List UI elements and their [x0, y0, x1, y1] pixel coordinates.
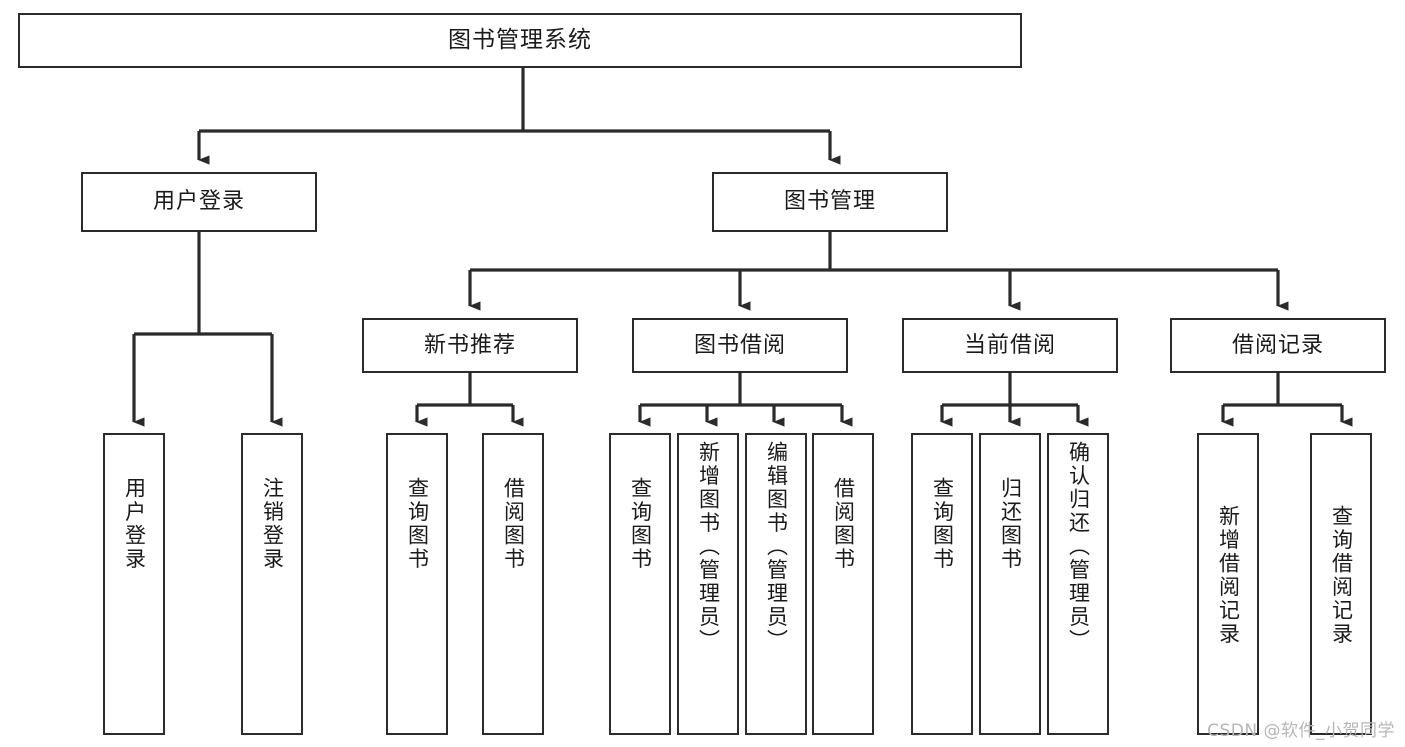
- node-label: 图书管理: [783, 189, 876, 215]
- node-label: 查询借阅记录: [1329, 505, 1354, 646]
- leaf-book-borrow-query-books[interactable]: 查询图书: [609, 433, 671, 735]
- node-label: 新书推荐: [423, 332, 516, 358]
- node-label: 借阅图书: [831, 477, 856, 571]
- leaf-new-book-query-books[interactable]: 查询图书: [386, 433, 448, 735]
- node-label: 新增借阅记录: [1216, 505, 1241, 646]
- leaf-book-borrow-add-book-admin[interactable]: 新增图书（管理员）: [677, 433, 739, 735]
- node-label: 用户登录: [152, 189, 245, 215]
- node-label: 用户登录: [122, 477, 147, 571]
- leaf-current-borrow-return-books[interactable]: 归还图书: [979, 433, 1041, 735]
- node-label: 图书借阅: [693, 332, 786, 358]
- leaf-new-book-borrow-books[interactable]: 借阅图书: [482, 433, 544, 735]
- node-label: 当前借阅: [963, 332, 1056, 358]
- leaf-borrow-record-query-record[interactable]: 查询借阅记录: [1310, 433, 1372, 735]
- node-book-management[interactable]: 图书管理: [712, 172, 948, 232]
- leaf-book-borrow-borrow-books[interactable]: 借阅图书: [812, 433, 874, 735]
- node-label: 查询图书: [628, 477, 653, 571]
- leaf-borrow-record-add-record[interactable]: 新增借阅记录: [1197, 433, 1259, 735]
- leaf-current-borrow-confirm-return-admin[interactable]: 确认归还（管理员）: [1047, 433, 1109, 735]
- node-label: 归还图书: [998, 477, 1023, 571]
- node-label: 借阅记录: [1231, 332, 1324, 358]
- node-user-login[interactable]: 用户登录: [81, 172, 317, 232]
- node-label: 查询图书: [930, 477, 955, 571]
- node-label: 注销登录: [260, 477, 285, 571]
- node-label: 借阅图书: [501, 477, 526, 571]
- node-label: 确认归还（管理员）: [1066, 441, 1091, 653]
- leaf-current-borrow-query-books[interactable]: 查询图书: [911, 433, 973, 735]
- leaf-book-borrow-edit-book-admin[interactable]: 编辑图书（管理员）: [745, 433, 807, 735]
- leaf-user-login-login[interactable]: 用户登录: [103, 433, 165, 735]
- leaf-user-login-logout[interactable]: 注销登录: [241, 433, 303, 735]
- node-current-borrow[interactable]: 当前借阅: [902, 318, 1118, 373]
- node-root-book-management-system[interactable]: 图书管理系统: [18, 13, 1022, 68]
- node-label: 图书管理系统: [448, 26, 592, 53]
- node-label: 查询图书: [405, 477, 430, 571]
- node-new-book-recommend[interactable]: 新书推荐: [362, 318, 578, 373]
- node-borrow-record[interactable]: 借阅记录: [1170, 318, 1386, 373]
- node-book-borrow[interactable]: 图书借阅: [632, 318, 848, 373]
- node-label: 编辑图书（管理员）: [764, 441, 789, 653]
- node-label: 新增图书（管理员）: [696, 441, 721, 653]
